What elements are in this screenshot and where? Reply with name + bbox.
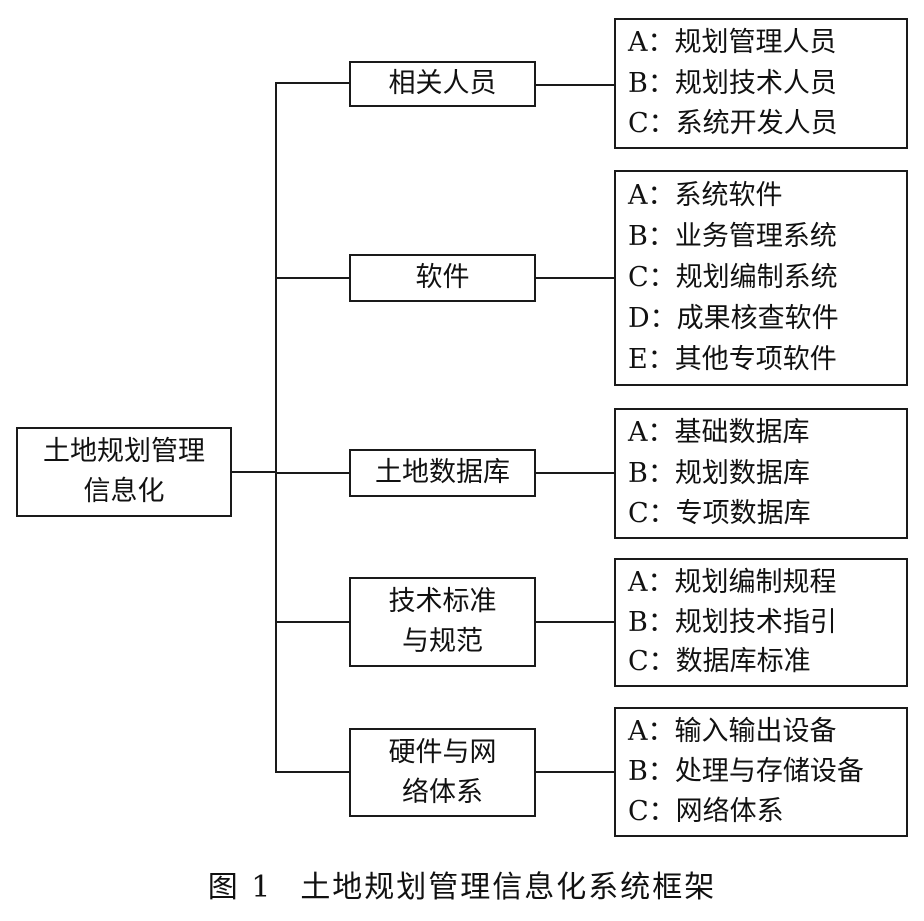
category-node-software: 软件 bbox=[349, 254, 536, 302]
root-node: 土地规划管理 信息化 bbox=[16, 427, 232, 517]
leaf-line-2 bbox=[534, 277, 616, 279]
leaf-line-3 bbox=[534, 472, 616, 474]
category-label-line-1: 技术标准 bbox=[388, 586, 497, 617]
list-item: B：规划数据库 bbox=[628, 457, 810, 489]
branch-line-1 bbox=[275, 82, 350, 84]
list-item: B：规划技术人员 bbox=[628, 67, 837, 99]
list-item: D：成果核查软件 bbox=[628, 303, 839, 334]
leaf-line-1 bbox=[534, 84, 616, 86]
list-item: C：数据库标准 bbox=[628, 646, 811, 678]
list-item: C：规划编制系统 bbox=[628, 262, 838, 293]
category-node-land-database: 土地数据库 bbox=[349, 449, 536, 497]
branch-line-2 bbox=[275, 277, 350, 279]
figure-caption: 图 1 土地规划管理信息化系统框架 bbox=[0, 862, 924, 906]
list-item: C：系统开发人员 bbox=[628, 107, 838, 139]
figure-label: 图 1 bbox=[207, 870, 273, 905]
list-item: A：规划编制规程 bbox=[628, 566, 837, 598]
list-item: A：系统软件 bbox=[628, 180, 783, 211]
root-node-line-1: 土地规划管理 bbox=[43, 436, 205, 467]
category-label-line-1: 硬件与网 bbox=[388, 736, 497, 768]
list-item: A：规划管理人员 bbox=[628, 27, 837, 59]
list-item: E：其他专项软件 bbox=[628, 344, 837, 375]
list-item: A：输入输出设备 bbox=[628, 716, 837, 747]
list-item: C：专项数据库 bbox=[628, 497, 811, 529]
list-item: B：业务管理系统 bbox=[628, 221, 837, 252]
category-label: 相关人员 bbox=[388, 68, 497, 99]
figure-title: 土地规划管理信息化系统框架 bbox=[300, 870, 717, 905]
leaf-line-4 bbox=[534, 621, 616, 623]
category-label-line-2: 与规范 bbox=[402, 626, 483, 657]
trunk-line bbox=[275, 82, 277, 773]
category-label: 软件 bbox=[415, 262, 470, 293]
list-item: B：规划技术指引 bbox=[628, 606, 837, 638]
list-item: B：处理与存储设备 bbox=[628, 756, 864, 787]
root-node-line-2: 信息化 bbox=[83, 476, 165, 507]
branch-line-3 bbox=[275, 472, 350, 474]
item-list-software: A：系统软件 B：业务管理系统 C：规划编制系统 D：成果核查软件 E：其他专项… bbox=[614, 170, 908, 386]
leaf-line-5 bbox=[534, 771, 616, 773]
category-node-hardware-network: 硬件与网 络体系 bbox=[349, 728, 536, 817]
category-label: 土地数据库 bbox=[375, 457, 510, 488]
item-list-standards: A：规划编制规程 B：规划技术指引 C：数据库标准 bbox=[614, 558, 908, 687]
root-connector bbox=[232, 471, 277, 473]
item-list-land-database: A：基础数据库 B：规划数据库 C：专项数据库 bbox=[614, 408, 908, 539]
branch-line-5 bbox=[275, 771, 350, 773]
category-node-standards: 技术标准 与规范 bbox=[349, 577, 536, 667]
branch-line-4 bbox=[275, 621, 350, 623]
category-label-line-2: 络体系 bbox=[402, 776, 483, 808]
list-item: A：基础数据库 bbox=[628, 417, 810, 449]
list-item: C：网络体系 bbox=[628, 796, 784, 827]
item-list-personnel: A：规划管理人员 B：规划技术人员 C：系统开发人员 bbox=[614, 18, 908, 149]
category-node-personnel: 相关人员 bbox=[349, 61, 536, 107]
item-list-hardware-network: A：输入输出设备 B：处理与存储设备 C：网络体系 bbox=[614, 707, 908, 837]
